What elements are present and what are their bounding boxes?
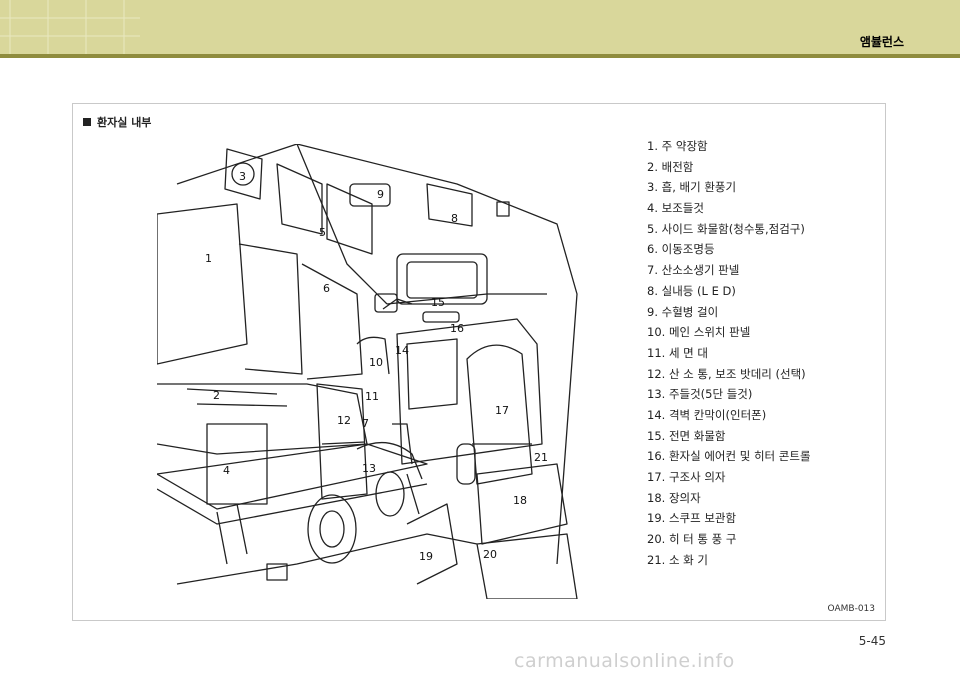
callout-2: 2 <box>213 389 220 402</box>
callout-12: 12 <box>337 414 351 427</box>
callout-19: 19 <box>419 550 433 563</box>
legend-item: 1. 주 약장함 <box>647 139 708 153</box>
callout-7: 7 <box>362 417 369 430</box>
callout-10: 10 <box>369 356 383 369</box>
callout-16: 16 <box>450 322 464 335</box>
panel-heading: 환자실 내부 <box>83 114 151 130</box>
callout-17: 17 <box>495 404 509 417</box>
callout-20: 20 <box>483 548 497 561</box>
callout-13: 13 <box>362 462 376 475</box>
callout-1: 1 <box>205 252 212 265</box>
legend-item: 2. 배전함 <box>647 159 694 174</box>
legend-item: 12. 산 소 통, 보조 밧데리 (선택) <box>647 366 806 381</box>
ambulance-interior-illustration: 1 2 3 4 5 6 7 8 9 10 11 12 13 14 15 16 1… <box>157 144 578 599</box>
legend-item: 5. 사이드 화물함(청수통,점검구) <box>647 221 805 236</box>
legend-item: 3. 흡, 배기 환풍기 <box>647 180 737 195</box>
header-grid-lines <box>0 0 140 54</box>
callout-9: 9 <box>377 188 384 201</box>
legend-item: 11. 세 면 대 <box>647 345 708 360</box>
legend-item: 13. 주들것(5단 들것) <box>647 387 753 402</box>
callout-8: 8 <box>451 212 458 225</box>
parts-legend: 1. 주 약장함 2. 배전함 3. 흡, 배기 환풍기 4. 보조들것 5. … <box>647 136 877 570</box>
callout-21: 21 <box>534 451 548 464</box>
legend-item: 6. 이동조명등 <box>647 242 715 257</box>
watermark: carmanualsonline.info <box>514 650 735 672</box>
callout-6: 6 <box>323 282 330 295</box>
legend-item: 18. 장의자 <box>647 490 701 505</box>
page-number: 5-45 <box>858 634 886 648</box>
callout-3: 3 <box>239 170 246 183</box>
legend-item: 9. 수혈병 걸이 <box>647 304 719 319</box>
panel-heading-text: 환자실 내부 <box>97 116 152 129</box>
legend-item: 14. 격벽 칸막이(인터폰) <box>647 407 767 422</box>
legend-item: 17. 구조사 의자 <box>647 470 726 484</box>
legend-item: 10. 메인 스위치 판넬 <box>647 325 751 340</box>
legend-item: 16. 환자실 에어컨 및 히터 콘트롤 <box>647 449 811 464</box>
figure-panel: 환자실 내부 <box>72 103 886 621</box>
header-rule <box>0 54 960 58</box>
figure-code: OAMB-013 <box>827 604 875 614</box>
callout-18: 18 <box>513 494 527 507</box>
callout-14: 14 <box>395 344 409 357</box>
callout-11: 11 <box>365 390 379 403</box>
legend-item: 7. 산소소생기 판넬 <box>647 263 740 278</box>
callout-5: 5 <box>319 226 326 239</box>
callout-4: 4 <box>223 464 230 477</box>
legend-item: 19. 스쿠프 보관함 <box>647 511 737 526</box>
square-bullet-icon <box>83 118 91 126</box>
section-title: 앰뷸런스 <box>859 35 904 49</box>
legend-item: 20. 히 터 통 풍 구 <box>647 532 737 547</box>
legend-item: 8. 실내등 (L E D) <box>647 283 736 298</box>
header-band: 앰뷸런스 <box>0 0 960 54</box>
legend-item: 15. 전면 화물함 <box>647 428 726 443</box>
callout-labels: 1 2 3 4 5 6 7 8 9 10 11 12 13 14 15 16 1… <box>205 170 548 563</box>
legend-item: 21. 소 화 기 <box>647 552 708 567</box>
callout-15: 15 <box>431 296 445 309</box>
legend-item: 4. 보조들것 <box>647 201 704 216</box>
